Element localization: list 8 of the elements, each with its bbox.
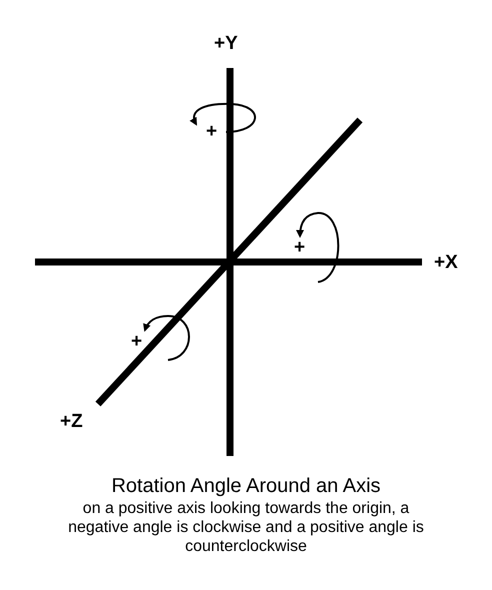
axis-label: +X [434, 252, 458, 274]
axis-label: +Y [214, 33, 238, 55]
plus-sign: + [131, 331, 142, 353]
title: Rotation Angle Around an Axis [110, 474, 382, 498]
plus-sign: + [294, 237, 306, 259]
caption: on a positive axis looking towards the origin, a negative angle is clockwise and a positive angle is counterclockwise [67, 499, 425, 556]
axis-label: +Z [60, 411, 83, 433]
plus-sign: + [206, 121, 218, 143]
